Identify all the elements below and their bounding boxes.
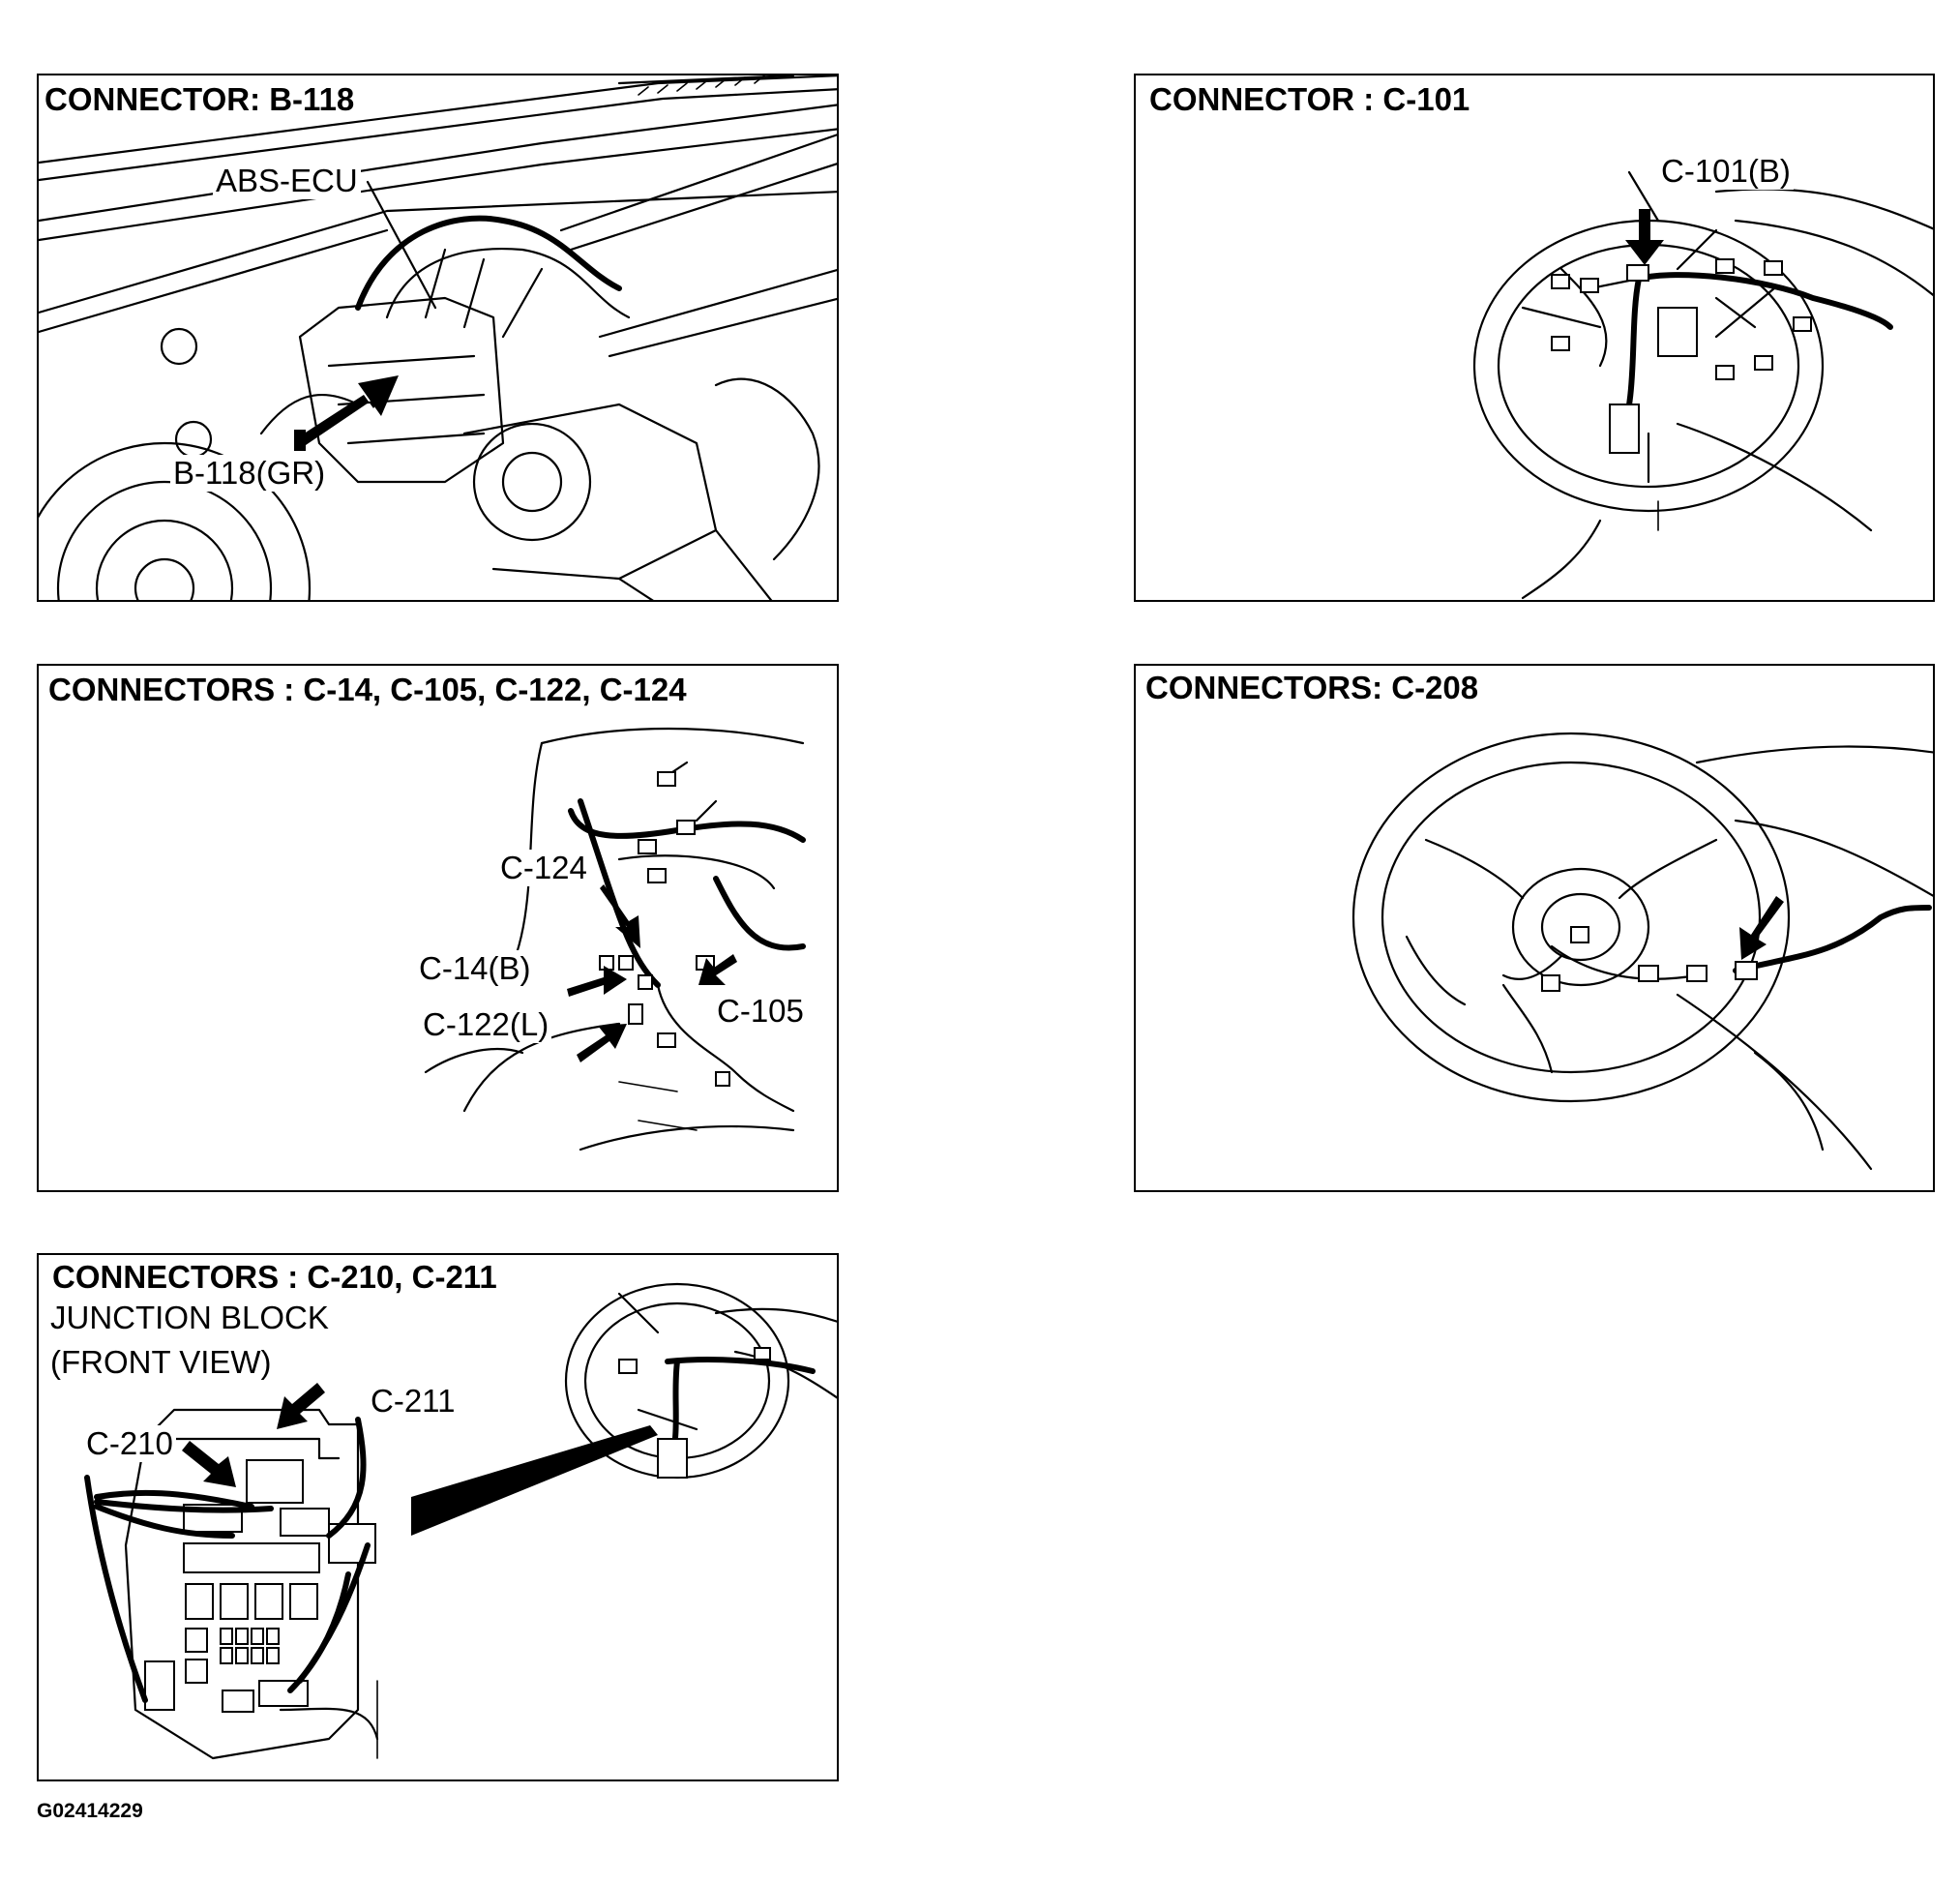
label-c14-b: C-14(B)	[416, 950, 534, 987]
panel-title: CONNECTORS : C-14, C-105, C-122, C-124	[48, 672, 693, 708]
panel-connector-b118: CONNECTOR: B-118 ABS-ECU B-118(GR)	[37, 74, 839, 602]
label-c101-b: C-101(B)	[1658, 153, 1794, 190]
label-c211: C-211	[368, 1383, 459, 1420]
panel-title: CONNECTOR: B-118	[45, 81, 361, 118]
junction-block-illustration	[84, 1282, 837, 1760]
label-b118-gr: B-118(GR)	[170, 455, 329, 492]
panel-connectors-c210-c211: CONNECTORS : C-210, C-211 JUNCTION BLOCK…	[37, 1253, 839, 1781]
panel-title: CONNECTORS : C-210, C-211	[52, 1259, 503, 1296]
panel-title: CONNECTORS: C-208	[1145, 670, 1485, 706]
label-c122-l: C-122(L)	[420, 1006, 552, 1043]
figure-id: G02414229	[37, 1800, 143, 1822]
subtitle-front-view: (FRONT VIEW)	[50, 1344, 272, 1380]
subtitle-junction-block: JUNCTION BLOCK	[50, 1300, 329, 1335]
label-abs-ecu: ABS-ECU	[213, 163, 361, 199]
steering-column-illustration	[1472, 170, 1933, 600]
label-c124: C-124	[497, 850, 590, 886]
panel-title: CONNECTOR : C-101	[1149, 81, 1476, 118]
label-c210: C-210	[83, 1425, 176, 1462]
panel-connector-c101: CONNECTOR : C-101 C-101(B)	[1134, 74, 1935, 602]
panel-connectors-c208: CONNECTORS: C-208	[1134, 664, 1935, 1192]
abs-ecu-illustration	[39, 75, 837, 600]
label-c105: C-105	[714, 993, 807, 1030]
panel-connectors-c14-c105-c122-c124: CONNECTORS : C-14, C-105, C-122, C-124 C…	[37, 664, 839, 1192]
steering-wheel-illustration	[1351, 732, 1933, 1171]
dash-harness-illustration	[424, 727, 806, 1151]
